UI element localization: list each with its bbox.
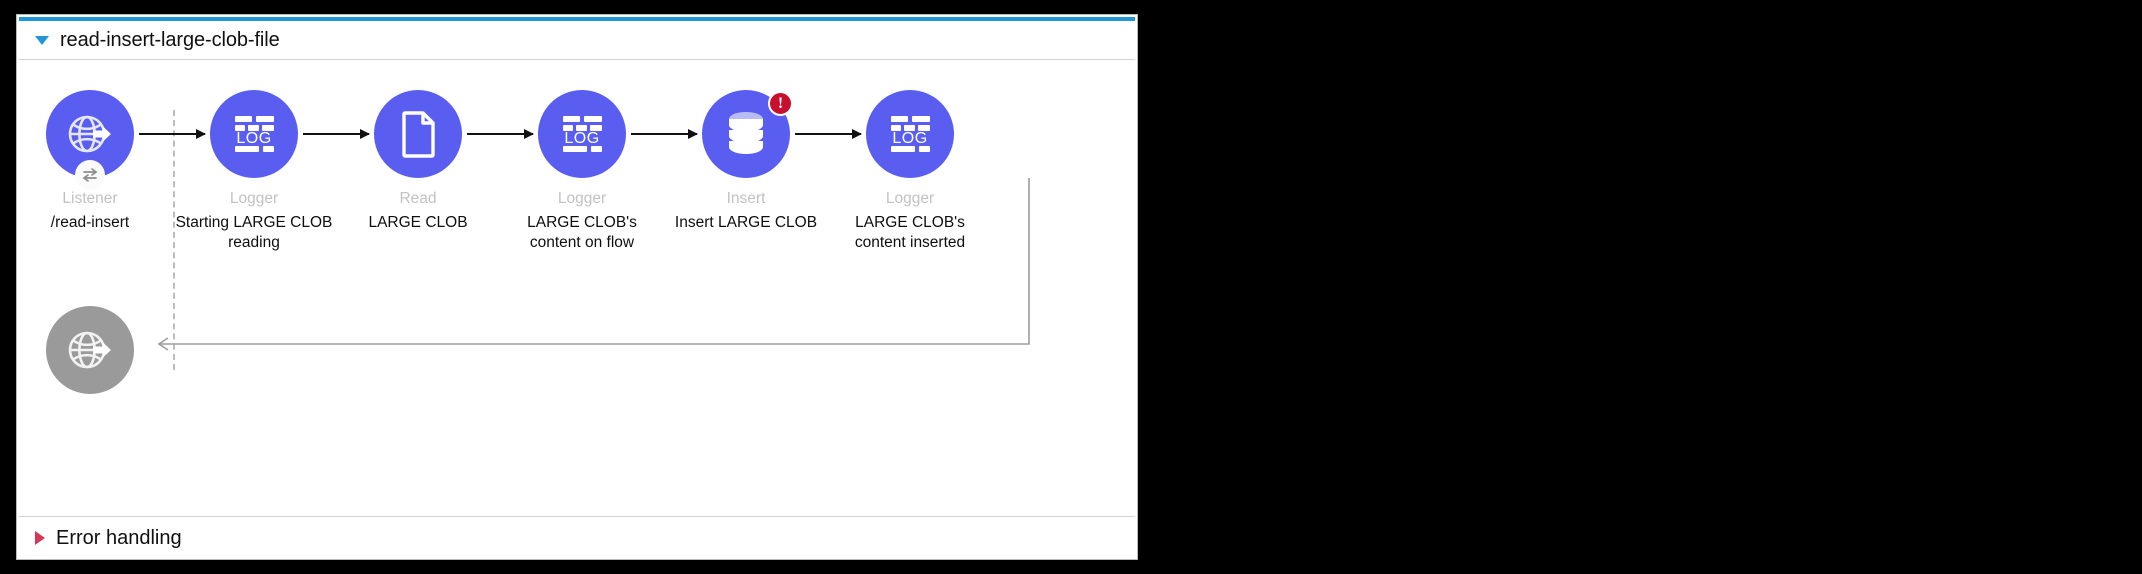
flow-header[interactable]: read-insert-large-clob-file xyxy=(17,21,1137,59)
log-icon: LOG xyxy=(563,116,602,152)
flow-accent-bar xyxy=(19,17,1135,21)
node-name-label: LARGE CLOB xyxy=(368,213,468,231)
flow-node-read[interactable]: Read LARGE CLOB xyxy=(368,90,468,233)
flow-node-listener[interactable]: Listener /read-insert xyxy=(43,90,137,233)
node-name-label: /read-insert xyxy=(50,213,130,231)
node-circle[interactable] xyxy=(46,90,134,190)
flow-node-logger-1[interactable]: LOG Logger Starting LARGE CLOB reading xyxy=(176,90,332,254)
log-icon: LOG xyxy=(235,116,274,152)
flow-node-logger-3[interactable]: LOG Logger LARGE CLOB's content inserted xyxy=(855,90,965,254)
svg-text:LOG: LOG xyxy=(236,130,271,147)
exchange-badge xyxy=(75,160,105,190)
error-badge[interactable]: ! xyxy=(768,91,793,116)
page-title: read-insert-large-clob-file xyxy=(60,28,280,51)
node-circle[interactable]: LOG xyxy=(210,90,298,178)
node-name-label: Starting LARGE CLOB reading xyxy=(175,213,333,252)
svg-text:LOG: LOG xyxy=(564,130,599,147)
globe-arrow-icon xyxy=(68,331,111,369)
node-circle[interactable]: LOG xyxy=(866,90,954,178)
triangle-down-icon[interactable] xyxy=(35,35,49,45)
connector-arrow xyxy=(629,90,699,178)
node-name-label: LARGE CLOB's content on flow xyxy=(527,213,637,252)
connector-arrow xyxy=(301,90,371,178)
connector-arrow xyxy=(465,90,535,178)
database-icon xyxy=(729,112,763,154)
node-name-label: Insert LARGE CLOB xyxy=(674,213,818,231)
log-icon: LOG xyxy=(891,116,930,152)
node-name-label: LARGE CLOB's content inserted xyxy=(854,213,966,252)
flow-node-response[interactable] xyxy=(43,306,137,394)
flow-node-insert[interactable]: ! Insert Insert LARGE CLOB xyxy=(675,90,817,233)
flow-node-logger-2[interactable]: LOG Logger LARGE CLOB's content on flow xyxy=(527,90,637,254)
svg-text:LOG: LOG xyxy=(892,130,927,147)
triangle-right-icon[interactable] xyxy=(35,531,45,545)
node-circle[interactable] xyxy=(374,90,462,178)
connector-arrow xyxy=(793,90,863,178)
flow-canvas: Listener /read-insert xyxy=(19,59,1135,517)
node-circle[interactable]: ! xyxy=(702,90,793,178)
node-kind-label: Logger xyxy=(885,190,935,207)
node-circle[interactable]: LOG xyxy=(538,90,626,178)
exchange-icon xyxy=(82,168,98,182)
error-handling-section-header[interactable]: Error handling xyxy=(17,517,1137,559)
node-kind-label: Read xyxy=(399,190,437,207)
connector-arrow xyxy=(137,90,207,178)
document-icon xyxy=(402,111,435,158)
error-handling-label: Error handling xyxy=(56,526,182,549)
node-kind-label: Logger xyxy=(229,190,279,207)
node-kind-label: Listener xyxy=(62,190,118,207)
node-kind-label: Logger xyxy=(557,190,607,207)
node-circle[interactable] xyxy=(46,306,134,394)
flow-card: read-insert-large-clob-file xyxy=(16,14,1138,560)
flow-node-row: Listener /read-insert xyxy=(43,90,965,254)
globe-arrow-icon xyxy=(68,115,111,153)
node-kind-label: Insert xyxy=(726,190,766,207)
